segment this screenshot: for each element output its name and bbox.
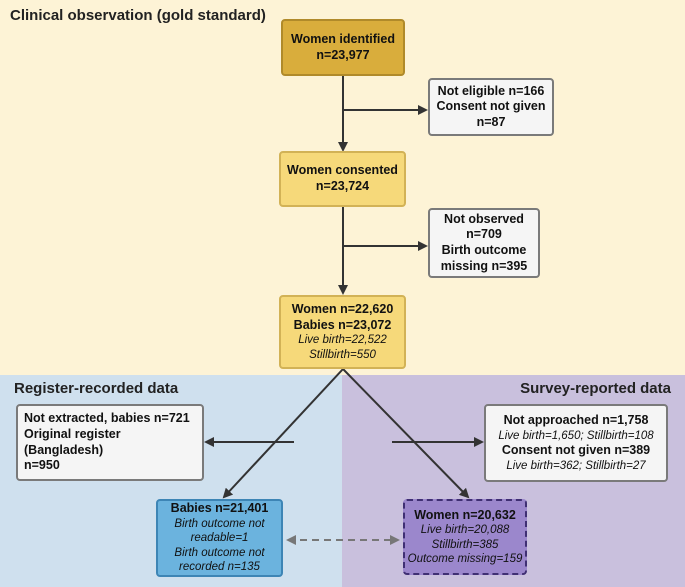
survey-consent-not-given-text: Consent not given n=389 bbox=[501, 443, 651, 457]
register-babies-count: Babies n=21,401 bbox=[170, 501, 269, 516]
outcome-not-readable-text: Birth outcome not bbox=[174, 518, 265, 531]
survey-heading: Survey-reported data bbox=[520, 380, 671, 397]
not-observed-count: n=709 bbox=[466, 227, 502, 242]
outcome-not-readable-count: readable=1 bbox=[190, 532, 249, 545]
not-observed-text: Not observed bbox=[444, 211, 524, 226]
observed-stillbirths: Stillbirth=550 bbox=[309, 348, 376, 361]
arrow-to-survey bbox=[342, 368, 470, 499]
survey-women-box: Women n=20,632 Live birth=20,088 Stillbi… bbox=[403, 499, 527, 575]
survey-outcome-missing: Outcome missing=159 bbox=[407, 553, 523, 565]
excluded-not-eligible-box: Not eligible n=166 Consent not given n=8… bbox=[428, 78, 554, 136]
arrow-to-register bbox=[222, 368, 344, 499]
women-consented-label: Women consented bbox=[287, 163, 398, 178]
women-identified-count: n=23,977 bbox=[316, 47, 370, 62]
register-excluded-box: Not extracted, babies n=721 Original reg… bbox=[16, 404, 204, 481]
not-extracted-text: Not extracted, babies n=721 bbox=[24, 411, 190, 426]
survey-live-births: Live birth=20,088 bbox=[420, 524, 510, 537]
survey-stillbirths: Stillbirth=385 bbox=[431, 538, 499, 551]
not-approached-text: Not approached n=1,758 bbox=[503, 413, 649, 427]
outcome-not-recorded-text: Birth outcome not bbox=[174, 546, 265, 559]
observed-live-births: Live birth=22,522 bbox=[298, 334, 387, 347]
observed-women: Women n=22,620 bbox=[291, 302, 394, 316]
women-identified-label: Women identified bbox=[291, 31, 395, 46]
birth-outcome-missing-text: Birth outcome bbox=[441, 243, 527, 257]
original-register-text: Original register (Bangladesh) bbox=[24, 426, 121, 457]
birth-outcome-missing-count: missing n=395 bbox=[440, 258, 528, 273]
register-babies-box: Babies n=21,401 Birth outcome not readab… bbox=[156, 499, 283, 577]
consent-not-given-text: Consent not given bbox=[436, 99, 546, 114]
excluded-not-observed-box: Not observed n=709 Birth outcome missing… bbox=[428, 208, 540, 278]
survey-consent-not-given-breakdown: Live birth=362; Stillbirth=27 bbox=[506, 459, 646, 472]
outcome-not-recorded-count: recorded n=135 bbox=[179, 561, 260, 574]
survey-women-count: Women n=20,632 bbox=[414, 507, 516, 522]
survey-excluded-box: Not approached n=1,758 Live birth=1,650;… bbox=[484, 404, 668, 482]
clinical-observation-heading: Clinical observation (gold standard) bbox=[10, 7, 266, 24]
original-register-count: n=950 bbox=[24, 458, 60, 473]
not-eligible-text: Not eligible n=166 bbox=[437, 83, 545, 98]
observed-babies: Babies n=23,072 bbox=[293, 317, 392, 332]
women-consented-box: Women consented n=23,724 bbox=[279, 151, 406, 207]
register-heading: Register-recorded data bbox=[14, 380, 179, 397]
observed-births-box: Women n=22,620 Babies n=23,072 Live birt… bbox=[279, 295, 406, 369]
women-consented-count: n=23,724 bbox=[315, 179, 370, 193]
women-identified-box: Women identified n=23,977 bbox=[281, 19, 405, 76]
not-approached-breakdown: Live birth=1,650; Stillbirth=108 bbox=[498, 429, 654, 442]
consent-not-given-count: n=87 bbox=[476, 114, 506, 129]
